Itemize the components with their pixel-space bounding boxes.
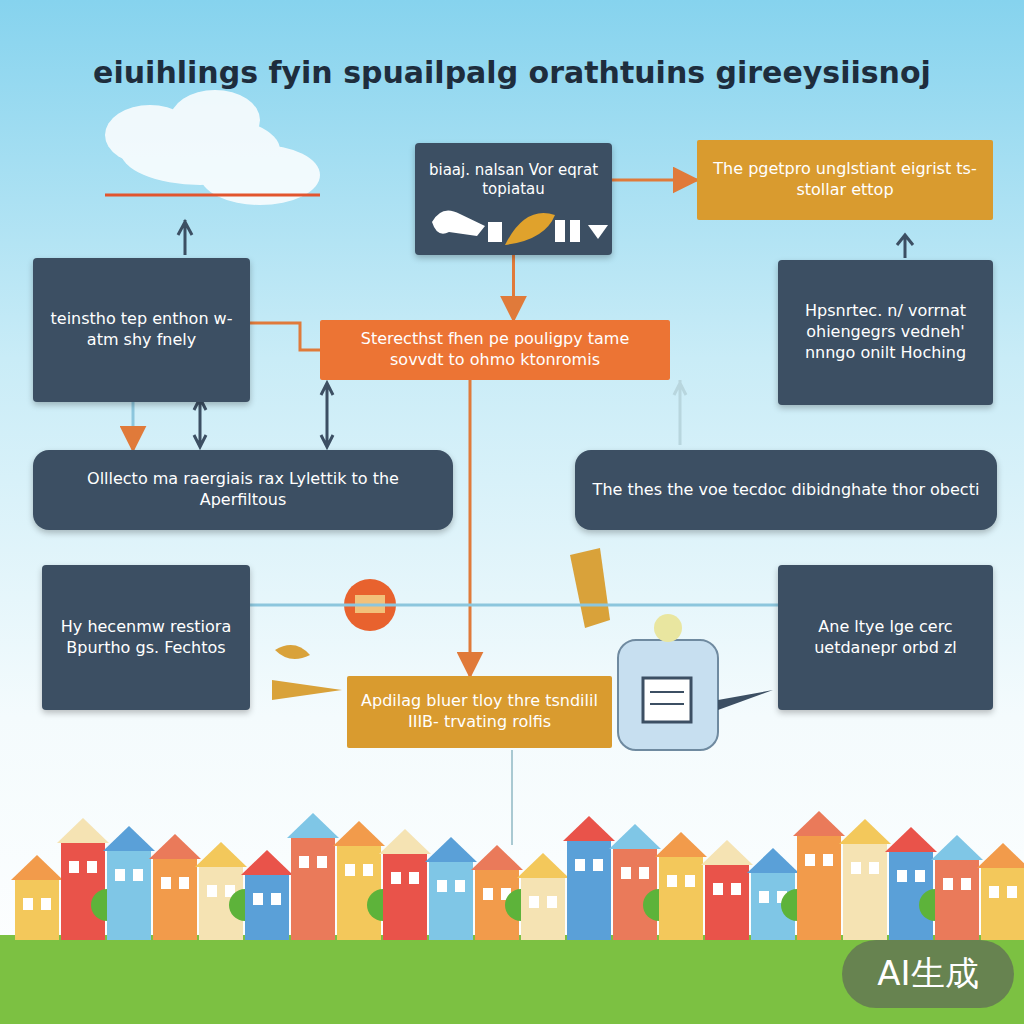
ground (0, 935, 1024, 1024)
process-box: Hpsnrtec. n/ vorrnat ohiengegrs vedneh' … (778, 260, 993, 405)
process-box: Hy hecenmw restiora Bpurtho gs. Fechtos (42, 565, 250, 710)
rounded-box: The thes the voe tecdoc dibidnghate thor… (575, 450, 997, 530)
houses (11, 811, 1024, 940)
watermark: AI生成 (842, 940, 1014, 1008)
diagram-title: eiuihlings fyin spuailpalg orathtuins gi… (20, 55, 1004, 90)
process-box: The pgetpro unglstiant eigrist ts-stolla… (697, 140, 993, 220)
connector (250, 323, 320, 350)
process-box: Apdilag bluer tloy thre tsndilil IIIB- t… (347, 676, 612, 748)
decor-arrow (321, 383, 333, 447)
process-box: teinstho tep enthon w-atm shy fnely (33, 258, 250, 402)
connector (250, 604, 778, 607)
box-text: Hy hecenmw restiora Bpurtho gs. Fechtos (54, 617, 238, 659)
process-box: Sterecthst fhen pe pouligpy tame sovvdt … (320, 320, 670, 380)
connector (612, 179, 697, 182)
box-text: teinstho tep enthon w-atm shy fnely (45, 309, 238, 351)
decor-arrow (674, 380, 686, 445)
box-text: Ane ltye lge cerc uetdanepr orbd zl (790, 617, 981, 659)
decor-line (105, 194, 320, 197)
center-icons (272, 548, 773, 845)
box-text: Olllecto ma raergiais rax Lylettik to th… (45, 469, 441, 511)
cloud (105, 90, 320, 205)
decor-arrow (178, 220, 192, 255)
tool-icons (432, 210, 608, 245)
connector (469, 380, 472, 676)
decor-arrow (194, 398, 206, 447)
box-text: Sterecthst fhen pe pouligpy tame sovvdt … (332, 329, 658, 371)
rounded-box: Olllecto ma raergiais rax Lylettik to th… (33, 450, 453, 530)
connector (132, 402, 135, 450)
box-text: Apdilag bluer tloy thre tsndilil IIIB- t… (359, 691, 600, 733)
box-text: The pgetpro unglstiant eigrist ts-stolla… (709, 159, 981, 201)
process-box: biaaj. nalsan Vor eqrat topiatau (415, 143, 612, 255)
box-text: biaaj. nalsan Vor eqrat topiatau (427, 161, 600, 200)
box-text: Hpsnrtec. n/ vorrnat ohiengegrs vedneh' … (790, 301, 981, 363)
decor-arrow (897, 235, 913, 258)
box-text: The thes the voe tecdoc dibidnghate thor… (593, 480, 980, 501)
process-box: Ane ltye lge cerc uetdanepr orbd zl (778, 565, 993, 710)
connector (512, 255, 515, 320)
